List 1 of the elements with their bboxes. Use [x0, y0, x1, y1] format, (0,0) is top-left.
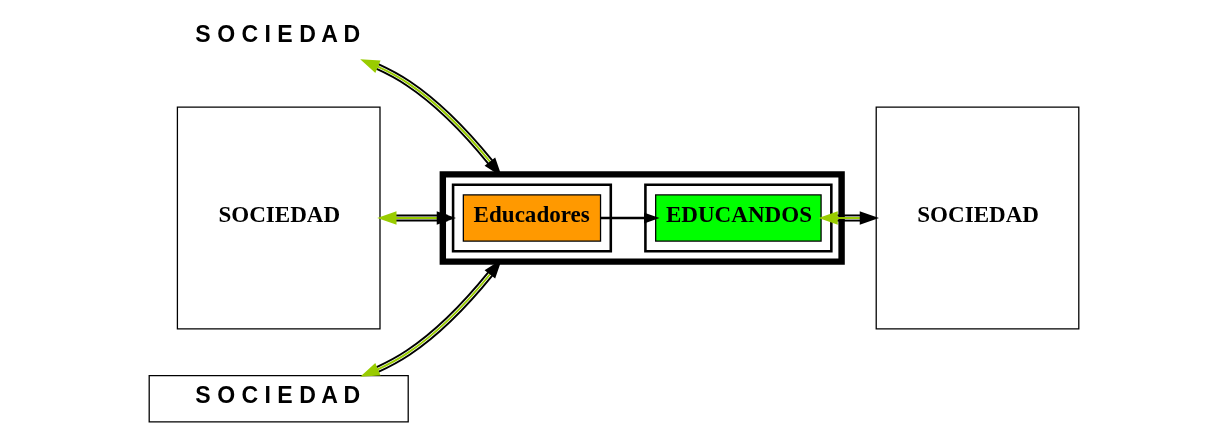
node-text: S O C I E D A D: [194, 20, 360, 47]
